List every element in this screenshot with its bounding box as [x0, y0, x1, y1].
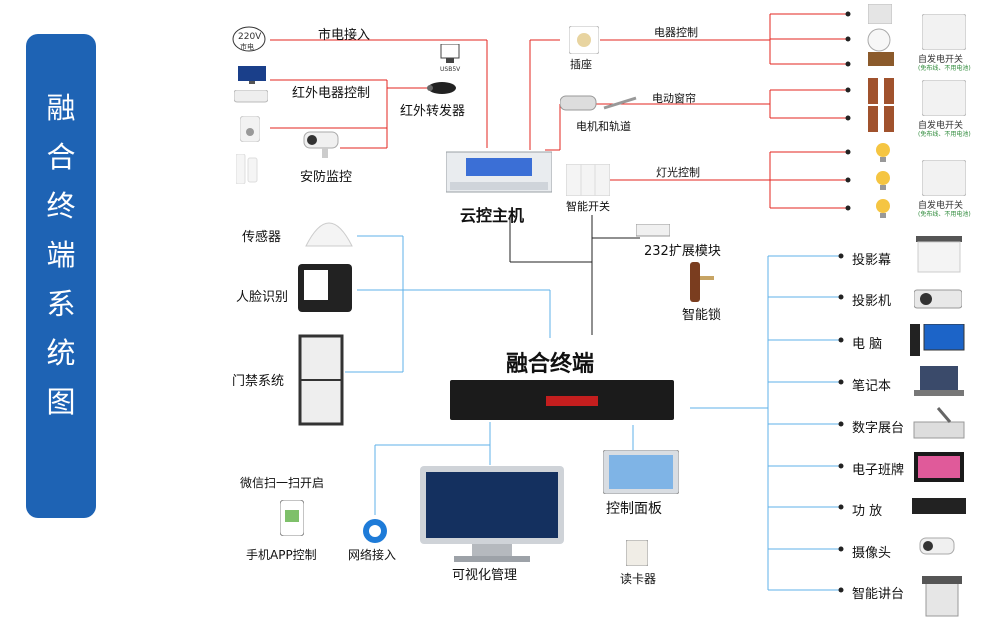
- socket-icon: [569, 26, 599, 54]
- black-lines: [509, 215, 640, 335]
- curtain-icon: [868, 78, 894, 104]
- face-id-label: 人脸识别: [236, 290, 289, 305]
- phone-app-label: 手机APP控制: [246, 548, 317, 562]
- device-label-projector: 投影机: [852, 294, 892, 309]
- title-char: 统: [46, 336, 76, 370]
- device-label-amplifier: 功 放: [852, 504, 883, 519]
- device-label-laptop: 笔记本: [852, 379, 892, 394]
- projection-screen-icon: [916, 236, 962, 273]
- device-label-document-camera: 数字展台: [852, 421, 905, 436]
- tv-icon: [238, 66, 266, 84]
- self-powered-switch-note: (免布线、不用电池): [918, 131, 971, 138]
- wall-switch-icon: [922, 80, 966, 116]
- device-label-camera: 摄像头: [852, 546, 892, 561]
- sensor-dome-icon: [305, 222, 353, 247]
- title-char: 系: [46, 287, 76, 321]
- ir-transmitter-icon: [427, 82, 456, 94]
- self-powered-switch-note: (免布线、不用电池): [918, 65, 971, 72]
- socket-appliance-icon: [868, 4, 892, 24]
- mains-voltage-label: 220V: [238, 32, 262, 42]
- monitor-icon: [420, 466, 564, 562]
- security-camera-icon: [303, 131, 339, 158]
- chair-icon: [868, 52, 894, 66]
- bulb-icon: [876, 143, 890, 162]
- device-label-smart-podium: 智能讲台: [852, 587, 905, 602]
- door-sensor-icon: [236, 154, 258, 184]
- socket-label: 插座: [570, 58, 592, 71]
- ir-transmitter-label: 红外转发器: [400, 104, 466, 119]
- title-char: 图: [46, 385, 76, 419]
- security-label: 安防监控: [300, 170, 353, 185]
- wall-switch-icon: [922, 160, 966, 196]
- smart-switch-label: 智能开关: [566, 200, 610, 213]
- diagram-title: 融 合 终 端 系 统 图: [26, 84, 96, 427]
- network-label: 网络接入: [348, 548, 397, 562]
- curtain-label: 电动窗帘: [652, 92, 696, 105]
- card-reader-label: 读卡器: [620, 572, 657, 586]
- bulb-icon: [876, 171, 890, 190]
- phone-icon: [280, 500, 304, 536]
- curtain-icon: [868, 106, 894, 132]
- ir-control-label: 红外电器控制: [292, 86, 371, 101]
- fusion-terminal-label: 融合终端: [506, 352, 595, 377]
- fan-icon: [867, 28, 891, 52]
- self-powered-switch-note: (免布线、不用电池): [918, 211, 971, 218]
- title-char: 合: [46, 140, 76, 174]
- cloud-host-icon: [446, 151, 552, 193]
- wechat-scan-label: 微信扫一扫开启: [240, 476, 325, 490]
- alarm-sensor-icon: [240, 116, 260, 142]
- device-label-projection-screen: 投影幕: [852, 253, 892, 268]
- motor-track-label: 电机和轨道: [576, 120, 631, 133]
- visual-mgmt-label: 可视化管理: [452, 568, 518, 583]
- face-terminal-icon: [298, 264, 352, 312]
- red-lines: [270, 13, 848, 209]
- title-char: 融: [46, 91, 76, 125]
- computer-icon: [910, 324, 965, 356]
- fusion-terminal-icon: [450, 380, 674, 420]
- device-label-class-board: 电子班牌: [852, 463, 905, 478]
- door-icon: [298, 334, 344, 426]
- smart-lock-icon: [690, 262, 714, 302]
- title-char: 终: [46, 189, 76, 223]
- light-control-label: 灯光控制: [656, 166, 700, 179]
- cloud-host-label: 云控主机: [460, 206, 525, 225]
- control-panel-icon: [603, 450, 679, 494]
- usb-adapter-icon: [440, 44, 460, 63]
- mains-label: 市电接入: [318, 28, 371, 43]
- module-232-label: 232扩展模块: [644, 244, 721, 259]
- mains-plug-icon: [232, 26, 266, 52]
- self-powered-switch-label: 自发电开关: [918, 201, 964, 211]
- browser-icon: [363, 519, 387, 543]
- bulb-icon: [876, 199, 890, 218]
- self-powered-switch-label: 自发电开关: [918, 55, 964, 65]
- sensor-label: 传感器: [242, 230, 282, 245]
- usb-label: USB5V: [440, 66, 461, 73]
- self-powered-switch-label: 自发电开关: [918, 121, 964, 131]
- card-reader-icon: [626, 540, 648, 566]
- blue-lines: [345, 235, 840, 591]
- curtain-motor-icon: [560, 95, 637, 111]
- amplifier-icon: [912, 498, 966, 514]
- smart-podium-icon: [922, 576, 962, 617]
- mains-sub-label: 市电: [240, 43, 254, 51]
- class-board-icon: [914, 452, 964, 482]
- title-char: 端: [46, 238, 76, 272]
- camera-icon: [919, 537, 955, 555]
- access-control-label: 门禁系统: [232, 374, 285, 389]
- air-conditioner-icon: [234, 90, 268, 103]
- appliance-control-label: 电器控制: [654, 26, 698, 39]
- wall-switch-icon: [922, 14, 966, 50]
- control-panel-label: 控制面板: [606, 501, 662, 517]
- laptop-icon: [914, 366, 964, 396]
- document-camera-icon: [913, 407, 965, 439]
- title-bar: 融 合 终 端 系 统 图: [26, 34, 96, 518]
- device-label-computer: 电 脑: [852, 337, 883, 352]
- smart-switch-icon: [566, 164, 610, 196]
- module-232-icon: [636, 224, 670, 237]
- smart-lock-label: 智能锁: [682, 308, 722, 323]
- projector-icon: [914, 289, 962, 309]
- endpoint-dots: [838, 11, 851, 593]
